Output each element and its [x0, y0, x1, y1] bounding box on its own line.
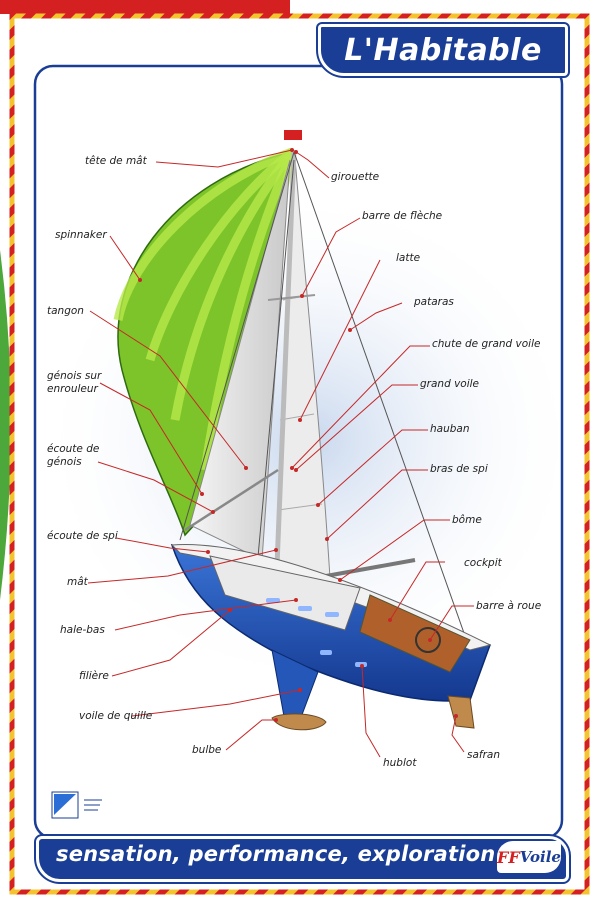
rudder [447, 695, 475, 729]
label-voile-de-quille: voile de quille [79, 710, 153, 722]
batten-3 [277, 503, 323, 511]
leader-dots [138, 148, 458, 722]
label-grand-voile: grand voile [420, 378, 480, 390]
batten-2 [279, 413, 315, 421]
label-bulbe: bulbe [192, 744, 222, 756]
striped-border [9, 13, 590, 895]
mast-line [273, 149, 297, 591]
label-filiere: filière [79, 670, 109, 682]
label-spinnaker: spinnaker [55, 229, 107, 241]
hull-port-1 [266, 598, 280, 603]
label-tangon: tangon [47, 305, 84, 317]
top-red-tab [0, 0, 290, 14]
label-hublot: hublot [383, 757, 417, 769]
label-latte: latte [396, 252, 421, 264]
wheel-shape [415, 627, 441, 653]
label-bome: bôme [452, 514, 482, 526]
label-mat: mât [67, 576, 88, 588]
label-tete-de-mat: tête de mât [85, 155, 147, 167]
label-barre-a-roue: barre à roue [476, 600, 542, 612]
spreader-line [267, 294, 316, 301]
main-sail [275, 157, 331, 586]
logo-prefix: FF [497, 847, 520, 867]
label-ecoute-genois: écoute de génois [47, 443, 100, 468]
footer-slogan: sensation, performance, exploration [56, 842, 496, 866]
backstay-line [293, 151, 471, 651]
keel-bulb [271, 713, 327, 731]
masthead-vane [284, 130, 302, 140]
hull-port-2 [298, 606, 312, 611]
label-ecoute-de-spi: écoute de spi [47, 530, 118, 542]
label-barre-de-fleche: barre de flèche [362, 210, 443, 222]
spinnaker-sail [113, 147, 297, 537]
page-title: L'Habitable [344, 32, 542, 68]
hull-port-3 [325, 612, 339, 617]
footer-banner [36, 836, 569, 882]
label-girouette: girouette [331, 171, 380, 183]
label-bras-de-spi: bras de spi [430, 463, 488, 475]
label-cockpit: cockpit [464, 557, 502, 569]
label-hale-bas: hale-bas [60, 624, 105, 636]
label-pataras: pataras [414, 296, 454, 308]
cabin-shape [209, 555, 361, 631]
flag-logo [51, 791, 102, 819]
label-safran: safran [467, 749, 501, 761]
label-hauban: hauban [430, 423, 470, 435]
hull-port-4 [320, 650, 332, 655]
shroud-line [254, 159, 295, 591]
cockpit-shape [359, 594, 471, 673]
label-genois-enrouleur: génois sur enrouleur [47, 370, 102, 395]
leader-lines [87, 149, 474, 758]
label-chute: chute de grand voile [432, 338, 541, 350]
left-green-swoosh [0, 250, 11, 600]
pole-line [184, 468, 279, 532]
logo-text: Voile [519, 848, 561, 866]
title-banner: L'Habitable [318, 24, 568, 76]
forestay-line [179, 151, 295, 541]
